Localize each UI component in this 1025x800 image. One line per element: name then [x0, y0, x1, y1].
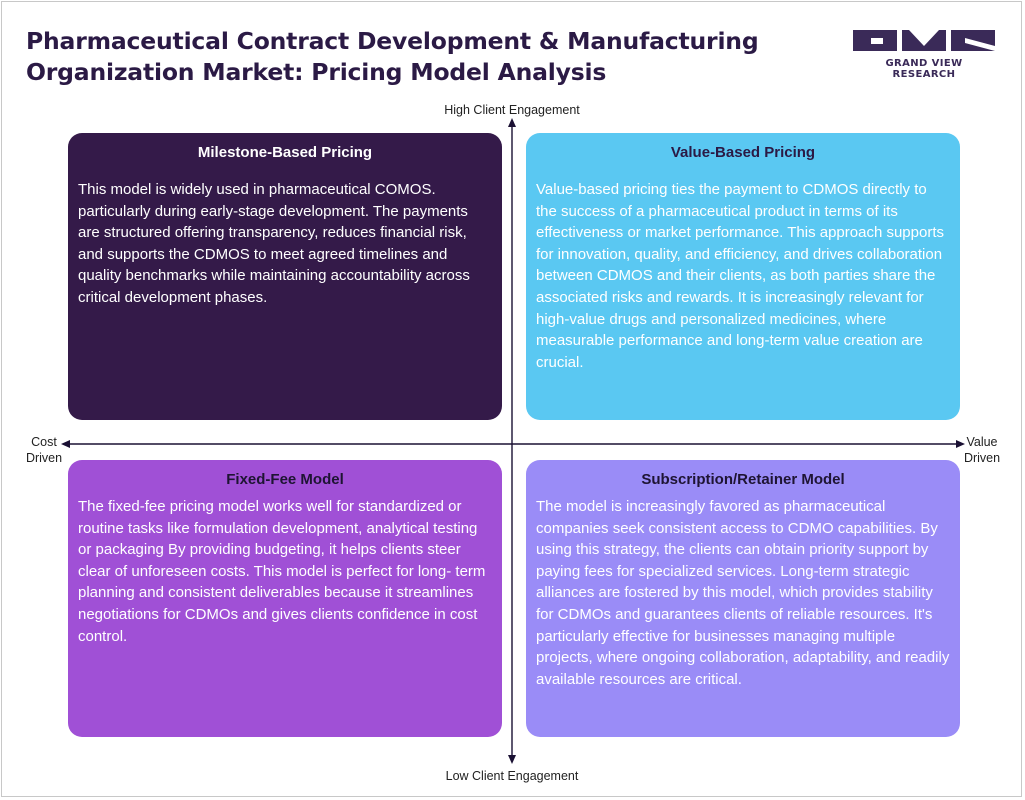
quadrant-body: Value-based pricing ties the payment to …	[536, 181, 944, 371]
quadrant-body: This model is widely used in pharmaceuti…	[78, 181, 470, 306]
brand-name: GRAND VIEW RESEARCH	[885, 58, 963, 80]
quadrant-title: Fixed-Fee Model	[226, 471, 344, 488]
quadrant-body: The fixed-fee pricing model works well f…	[78, 498, 486, 645]
quadrant-title: Value-Based Pricing	[670, 144, 816, 161]
quadrant-fixed-fee-model: Fixed-Fee Model The fixed-fee pricing mo…	[68, 460, 502, 737]
quadrant-subscription-retainer-model: Subscription/Retainer Model The model is…	[526, 460, 960, 737]
brand-logo	[853, 30, 995, 51]
quadrant-body: The model is increasingly favored as pha…	[536, 498, 950, 688]
axis-label-right: Value Driven	[963, 435, 1001, 465]
quadrant-title: Milestone-Based Pricing	[197, 144, 373, 161]
quadrant-milestone-based-pricing: Milestone-Based Pricing This model is wi…	[68, 133, 502, 420]
page-title: Pharmaceutical Contract Development & Ma…	[26, 27, 759, 86]
axis-label-bottom: Low Client Engagement	[445, 769, 579, 783]
axis-label-left: Cost Driven	[25, 435, 63, 465]
axis-label-top: High Client Engagement	[444, 103, 580, 117]
quadrant-value-based-pricing: Value-Based Pricing Value-based pricing …	[526, 133, 960, 420]
quadrant-title: Subscription/Retainer Model	[641, 471, 845, 488]
